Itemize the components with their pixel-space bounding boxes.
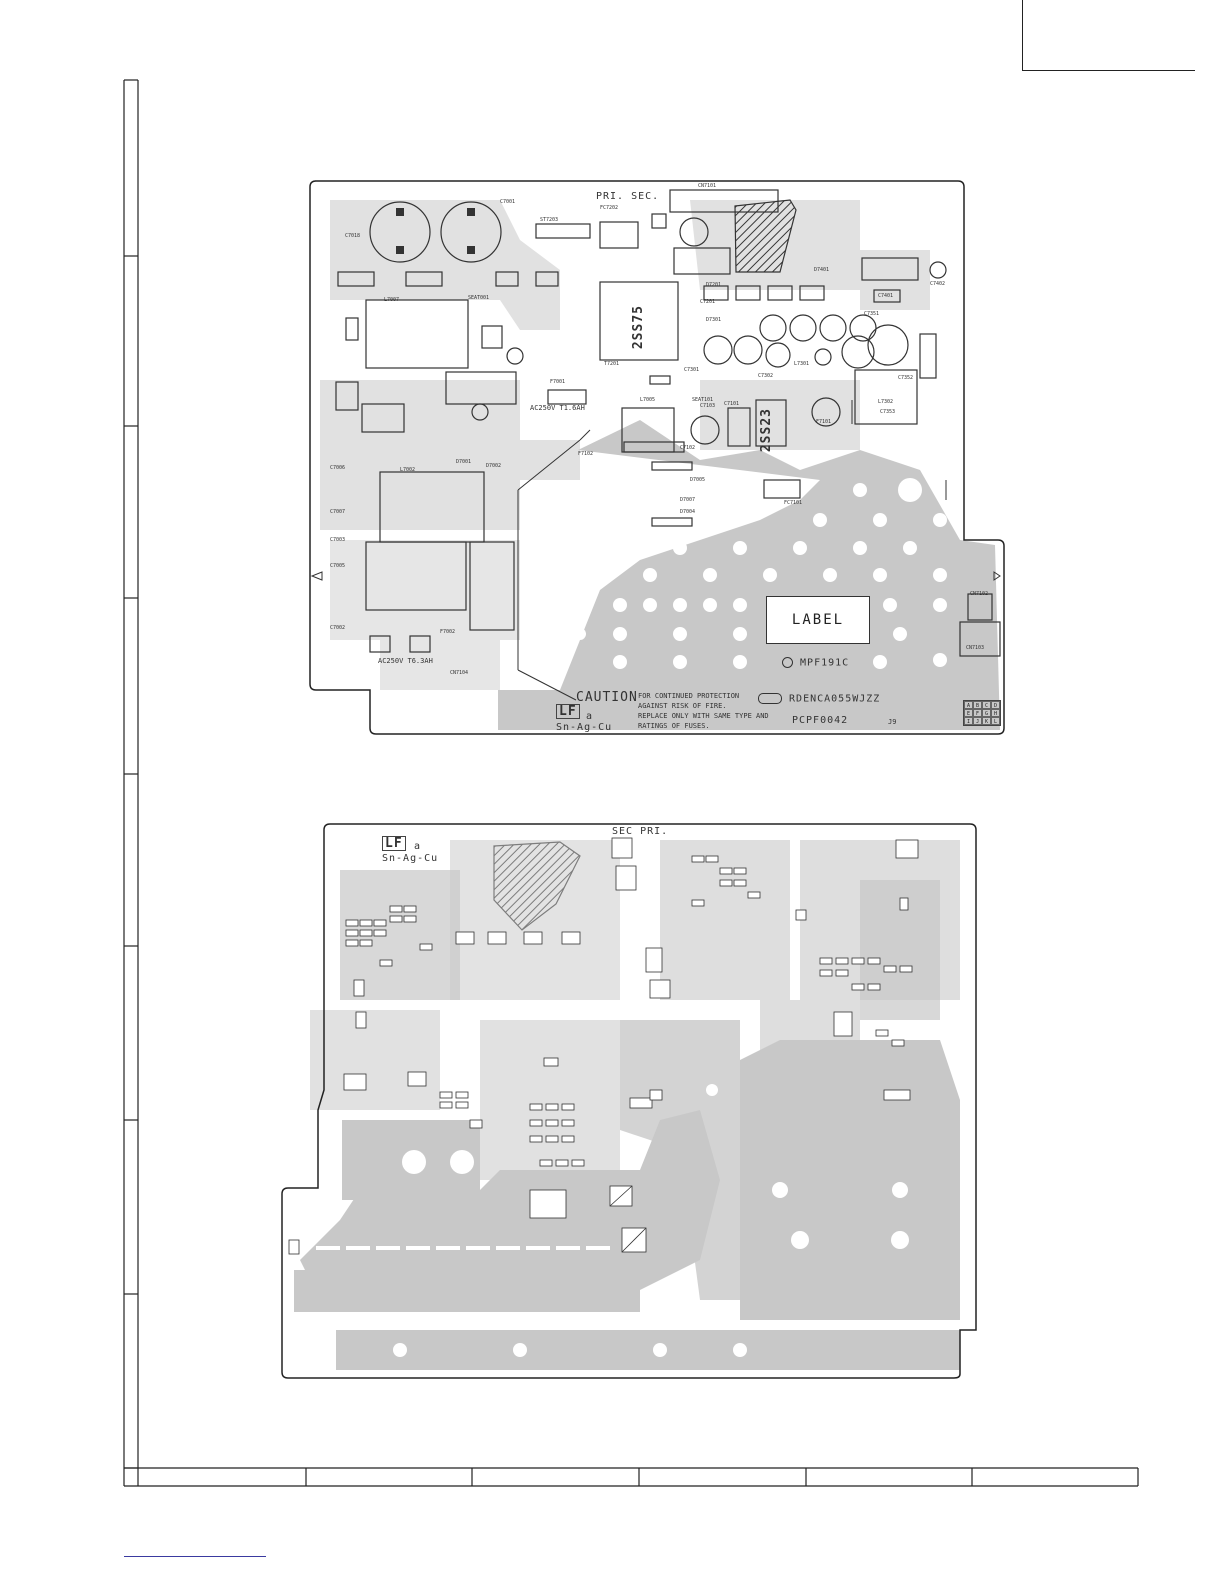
ref-label: C7301	[684, 367, 700, 373]
bottom-pri-sec-label: SEC PRI.	[612, 826, 669, 837]
caution-line-3: REPLACE ONLY WITH SAME TYPE AND	[638, 712, 769, 720]
lf-suffix: a	[586, 711, 594, 722]
ref-label: CN7101	[698, 183, 717, 189]
fuse-rating-main: AC250V T1.6AH	[530, 404, 585, 412]
ref-label: FC7101	[784, 500, 803, 506]
caution-line-2: AGAINST RISK OF FIRE.	[638, 702, 727, 710]
ref-label: F7002	[440, 629, 456, 635]
ref-label: C7201	[700, 299, 716, 305]
bottom-board-outline	[281, 823, 977, 1379]
ic-2ss23-label: 2SS23	[759, 408, 774, 453]
top-board	[309, 180, 1005, 931]
ref-label: D7007	[680, 497, 696, 503]
ref-label: L7005	[640, 397, 656, 403]
board-code: PCPF0042	[792, 715, 849, 726]
ref-label: C7007	[330, 509, 346, 515]
ref-label: C7005	[330, 563, 346, 569]
lf-mark: LF	[556, 704, 580, 719]
ref-label: C7103	[700, 403, 716, 409]
ref-label: CN7102	[970, 591, 989, 597]
ref-label: C7003	[330, 537, 346, 543]
bottom-board	[281, 823, 977, 1379]
ref-label: CN7103	[966, 645, 985, 651]
caution-line-1: FOR CONTINUED PROTECTION	[638, 692, 740, 700]
ref-label: C7401	[878, 293, 894, 299]
board-suffix: J9	[888, 718, 897, 726]
ref-label: L7301	[794, 361, 810, 367]
title-block-corner	[1022, 0, 1195, 71]
footer-link-line	[124, 1556, 266, 1557]
ref-label: D7004	[680, 509, 696, 515]
recycle-icon	[782, 657, 793, 668]
ref-label: D7301	[706, 317, 722, 323]
bottom-lf-suffix: a	[414, 841, 422, 852]
ic-2ss75-label: 2SS75	[631, 305, 646, 350]
bottom-lf-mark: LF	[382, 836, 406, 851]
ref-label: C7018	[345, 233, 361, 239]
ref-label: F7101	[816, 419, 832, 425]
part-number: RDENCA055WJZZ	[758, 693, 880, 705]
ref-label: D7201	[706, 282, 722, 288]
bottom-ruler	[124, 1467, 1139, 1487]
label-area: LABEL	[766, 596, 870, 644]
ref-label: L7002	[400, 467, 416, 473]
ref-label: CN7104	[450, 670, 469, 676]
ul-mark-icon	[758, 693, 782, 704]
ref-label: F7001	[550, 379, 566, 385]
ref-label: FC7202	[600, 205, 619, 211]
ref-label: D7002	[486, 463, 502, 469]
ref-label: C7101	[724, 401, 740, 407]
ref-label: C7001	[500, 199, 516, 205]
top-board-outline	[309, 180, 1005, 735]
fuse-rating-second: AC250V T6.3AH	[378, 657, 433, 665]
ref-label: F7102	[578, 451, 594, 457]
board-marking: MPF191C	[782, 657, 849, 669]
ref-label: L7302	[878, 399, 894, 405]
ref-label: C7353	[880, 409, 896, 415]
ref-label: D7001	[456, 459, 472, 465]
ref-label: D7005	[690, 477, 706, 483]
caution-title: CAUTION	[576, 690, 638, 705]
ref-label: C7302	[758, 373, 774, 379]
ref-label: T7201	[604, 361, 620, 367]
ref-label: C7006	[330, 465, 346, 471]
caution-line-4: RATINGS OF FUSES.	[638, 722, 710, 730]
pri-sec-label: PRI. SEC.	[596, 191, 660, 202]
left-ruler	[123, 79, 139, 1486]
ref-label: C7352	[898, 375, 914, 381]
bottom-alloy-label: Sn-Ag-Cu	[382, 853, 439, 864]
ref-label: SEAT001	[468, 295, 490, 301]
ref-label: C7402	[930, 281, 946, 287]
ref-label: C7351	[864, 311, 880, 317]
ref-label: L7007	[384, 297, 400, 303]
alloy-label: Sn-Ag-Cu	[556, 722, 613, 733]
ref-label: ST7203	[540, 217, 559, 223]
ref-label: SEAT101	[692, 397, 714, 403]
ref-label: D7401	[814, 267, 830, 273]
ref-label: C7002	[330, 625, 346, 631]
ref-label: C7102	[680, 445, 696, 451]
